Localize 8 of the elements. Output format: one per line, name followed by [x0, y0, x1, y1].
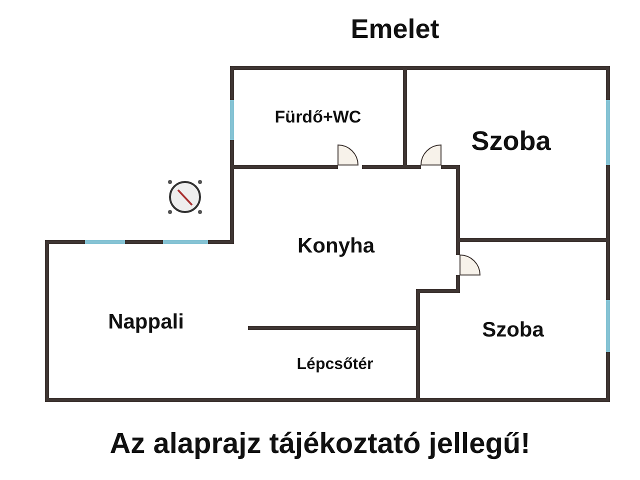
- disclaimer-caption: Az alaprajz tájékoztató jellegű!: [110, 429, 530, 461]
- room-label: Konyha: [298, 234, 374, 258]
- plan-title: Emelet: [350, 15, 440, 45]
- room-label: Nappali: [108, 310, 184, 334]
- room-label: Fürdő+WC: [274, 108, 362, 128]
- room-label: Szoba: [471, 127, 551, 157]
- room-label: Lépcsőtér: [296, 356, 374, 374]
- room-label: Szoba: [482, 318, 544, 342]
